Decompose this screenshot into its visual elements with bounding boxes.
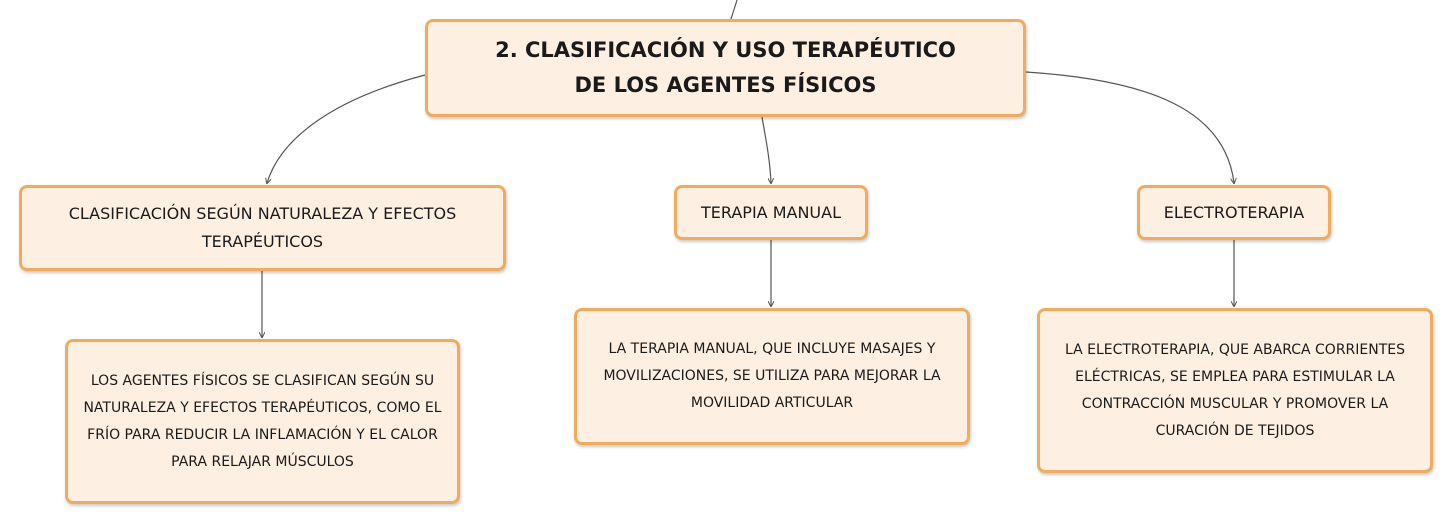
branch-label-terapia-manual: TERAPIA MANUAL <box>701 202 841 222</box>
connector-parent-to-root <box>730 0 738 20</box>
root-topic-title: 2. CLASIFICACIÓN Y USO TERAPÉUTICO DE LO… <box>495 38 956 97</box>
branch-label-electroterapia: ELECTROTERAPIA <box>1163 202 1305 222</box>
detail-node-electroterapia[interactable]: LA ELECTROTERAPIA, QUE ABARCA CORRIENTES… <box>1037 308 1433 473</box>
detail-text-clasificacion: LOS AGENTES FÍSICOS SE CLASIFICAN SEGÚN … <box>83 372 442 470</box>
connector-root-to-electroterapia <box>1025 71 1234 183</box>
branch-node-electroterapia[interactable]: ELECTROTERAPIA <box>1137 185 1331 240</box>
branch-node-clasificacion[interactable]: CLASIFICACIÓN SEGÚN NATURALEZA Y EFECTOS… <box>19 185 506 271</box>
branch-node-terapia-manual[interactable]: TERAPIA MANUAL <box>674 185 868 240</box>
connector-root-to-clasificacion <box>267 74 426 183</box>
connector-root-to-terapia-manual <box>761 116 771 183</box>
detail-text-terapia-manual: LA TERAPIA MANUAL, QUE INCLUYE MASAJES Y… <box>603 341 941 411</box>
branch-label-clasificacion: CLASIFICACIÓN SEGÚN NATURALEZA Y EFECTOS… <box>68 204 457 251</box>
detail-text-electroterapia: LA ELECTROTERAPIA, QUE ABARCA CORRIENTES… <box>1064 341 1406 439</box>
detail-node-clasificacion[interactable]: LOS AGENTES FÍSICOS SE CLASIFICAN SEGÚN … <box>65 339 460 504</box>
detail-node-terapia-manual[interactable]: LA TERAPIA MANUAL, QUE INCLUYE MASAJES Y… <box>574 308 970 445</box>
root-topic-node[interactable]: 2. CLASIFICACIÓN Y USO TERAPÉUTICO DE LO… <box>425 19 1026 117</box>
